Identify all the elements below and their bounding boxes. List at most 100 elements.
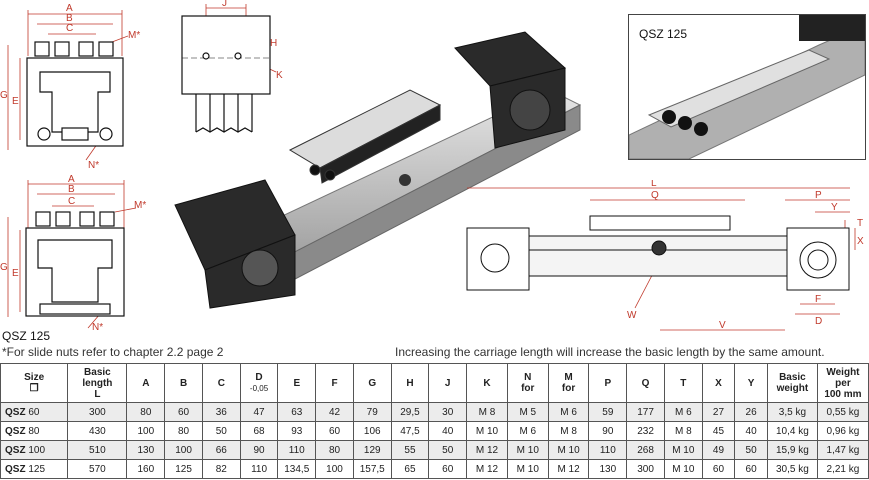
column-header: G bbox=[352, 363, 392, 403]
table-cell: M 6 bbox=[547, 402, 590, 422]
table-cell: 300 bbox=[67, 402, 128, 422]
column-header-text: D bbox=[255, 372, 263, 383]
table-cell: 232 bbox=[626, 421, 665, 441]
column-header-text: M bbox=[564, 372, 573, 383]
side-view-drawing: L Q P Y T X F D V W bbox=[466, 180, 864, 331]
table-cell: 29,5 bbox=[390, 402, 430, 422]
column-header-text: 100 mm bbox=[824, 388, 862, 400]
column-header-text: H bbox=[406, 377, 414, 389]
dim-label-b2: B bbox=[68, 184, 75, 195]
dim-label-g2: G bbox=[0, 262, 8, 273]
column-header: F bbox=[315, 363, 354, 403]
table-cell: 63 bbox=[277, 402, 317, 422]
table-cell: 55 bbox=[390, 440, 430, 460]
table-cell: 50 bbox=[201, 421, 241, 441]
table-cell: 110 bbox=[239, 459, 279, 479]
column-header-text: Q bbox=[641, 377, 650, 389]
dim-label-b: B bbox=[66, 13, 73, 24]
dim-label-c: C bbox=[66, 23, 73, 34]
table-cell: M 10 bbox=[547, 440, 590, 460]
table-cell: 10,4 kg bbox=[766, 421, 818, 441]
table-cell: 68 bbox=[239, 421, 279, 441]
column-header-text: A bbox=[142, 377, 150, 389]
column-header: D-0,05 bbox=[239, 363, 279, 403]
column-header-text: -0,05 bbox=[249, 384, 269, 393]
dim-label-n2: N* bbox=[92, 322, 103, 332]
table-cell: 1,47 kg bbox=[816, 440, 869, 460]
table-cell: 65 bbox=[390, 459, 430, 479]
table-cell: M 12 bbox=[466, 440, 508, 460]
table-cell: 60 bbox=[315, 421, 354, 441]
table-cell: 80 bbox=[126, 402, 166, 422]
table-cell: M 5 bbox=[506, 402, 549, 422]
dim-label-n: N* bbox=[88, 160, 99, 171]
column-header-text: F bbox=[331, 377, 338, 389]
table-cell: M 10 bbox=[506, 440, 549, 460]
column-header-text: G bbox=[368, 377, 377, 389]
dim-label-e2: E bbox=[12, 268, 19, 279]
table-cell: 47 bbox=[239, 402, 279, 422]
column-header-text: for bbox=[561, 383, 576, 394]
table-cell: 100 bbox=[315, 459, 354, 479]
inset-render bbox=[629, 15, 865, 159]
column-header: Q bbox=[626, 363, 665, 403]
dim-label-v: V bbox=[719, 320, 726, 331]
column-header: P bbox=[588, 363, 628, 403]
column-header-text: for bbox=[521, 383, 535, 394]
size-model: QSZ bbox=[5, 463, 26, 475]
column-header: E bbox=[277, 363, 317, 403]
dim-label-a: A bbox=[66, 3, 73, 14]
inset-panel: QSZ 125 bbox=[628, 14, 866, 160]
bottom-profile-label: QSZ 125 bbox=[2, 329, 51, 343]
table-cell: 82 bbox=[201, 459, 241, 479]
table-cell: M 8 bbox=[466, 402, 508, 422]
column-header: X bbox=[701, 363, 736, 403]
table-cell: 66 bbox=[201, 440, 241, 460]
table-cell: 160 bbox=[126, 459, 166, 479]
table-cell: 100 bbox=[164, 440, 203, 460]
dim-label-h: H bbox=[270, 38, 277, 49]
size-number: 60 bbox=[25, 406, 40, 418]
column-header-text: Basic bbox=[779, 372, 806, 383]
table-cell: 130 bbox=[126, 440, 166, 460]
size-model: QSZ bbox=[5, 444, 26, 456]
dim-label-a2: A bbox=[68, 174, 75, 185]
dim-label-w: W bbox=[627, 310, 637, 321]
table-cell: 59 bbox=[588, 402, 628, 422]
table-cell: M 10 bbox=[506, 459, 549, 479]
table-cell: 60 bbox=[734, 459, 768, 479]
table-cell: 15,9 kg bbox=[766, 440, 818, 460]
dim-label-t: T bbox=[857, 218, 863, 229]
table-cell: 93 bbox=[277, 421, 317, 441]
table-cell: 3,5 kg bbox=[766, 402, 818, 422]
dim-label-e: E bbox=[12, 96, 19, 107]
table-cell: 30,5 kg bbox=[766, 459, 818, 479]
table-cell: 27 bbox=[701, 402, 736, 422]
table-cell: 47,5 bbox=[390, 421, 430, 441]
inset-label: QSZ 125 bbox=[639, 27, 688, 41]
table-cell: 110 bbox=[588, 440, 628, 460]
table-cell: 129 bbox=[352, 440, 392, 460]
table-cell: M 10 bbox=[466, 421, 508, 441]
table-cell: 40 bbox=[428, 421, 468, 441]
table-cell: 36 bbox=[201, 402, 241, 422]
table-cell: 134,5 bbox=[277, 459, 317, 479]
column-header: B bbox=[164, 363, 203, 403]
profile-shape-2 bbox=[25, 211, 125, 317]
product-render bbox=[174, 31, 582, 309]
table-cell: M 8 bbox=[663, 421, 703, 441]
column-header-text: B bbox=[179, 377, 188, 389]
column-header-text: Size bbox=[24, 372, 45, 383]
column-header-text: weight bbox=[776, 383, 809, 394]
column-header: T bbox=[663, 363, 703, 403]
column-header-text: Weight bbox=[826, 366, 860, 378]
column-header-text: L bbox=[94, 388, 101, 400]
